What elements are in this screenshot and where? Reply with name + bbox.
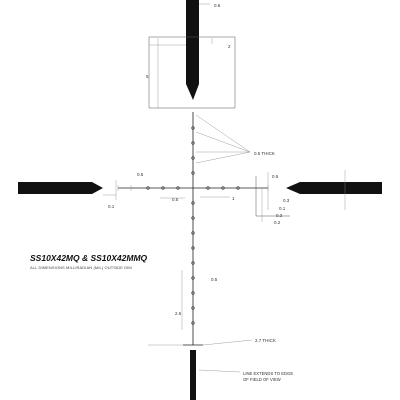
dim-left-gap: 0.5 xyxy=(137,172,144,177)
dim-right-a: 0.3 xyxy=(283,198,290,203)
thick-leader-lines xyxy=(195,114,251,164)
right-post xyxy=(286,182,382,194)
dim-lower-b: 2.5 xyxy=(175,311,182,316)
dim-hair-thickness: 0.5 THICK xyxy=(254,151,275,156)
top-post xyxy=(186,0,199,100)
dim-top-post-width: 0.6 xyxy=(214,3,221,8)
dim-right-c: 0.3 xyxy=(276,213,283,218)
horizontal-dots xyxy=(146,186,240,190)
dim-top-post-height: 5 xyxy=(146,74,149,79)
note-leader xyxy=(198,369,241,373)
note-line-1: LINE EXTENDS TO EDGE xyxy=(243,371,293,376)
right-dimension-box xyxy=(255,176,290,217)
model-title: SS10X42MQ & SS10X42MMQ xyxy=(30,253,148,263)
top-dimension-box xyxy=(148,36,236,109)
bottom-leader xyxy=(202,339,253,346)
dim-right-gap: 0.5 xyxy=(272,174,279,179)
dim-left-small: 0.1 xyxy=(108,204,115,209)
dim-left-mark: 0.5 xyxy=(172,197,179,202)
left-post xyxy=(18,182,103,194)
bottom-post xyxy=(190,350,196,400)
dim-center-mark: 1 xyxy=(232,196,235,201)
dim-top-offset: 2 xyxy=(228,44,231,49)
dimension-subtitle: ALL DIMENSIONS MILLIRADIAN (MIL) OUTSIDE… xyxy=(30,265,132,270)
dim-right-d: 0.2 xyxy=(274,220,281,225)
dim-bottom-thick: 2.7 THICK xyxy=(255,338,276,343)
note-line-2: OF FIELD OF VIEW xyxy=(243,377,281,382)
dim-lower-a: 0.5 xyxy=(211,277,218,282)
vertical-dots xyxy=(191,126,195,325)
dim-right-b: 0.1 xyxy=(279,206,286,211)
